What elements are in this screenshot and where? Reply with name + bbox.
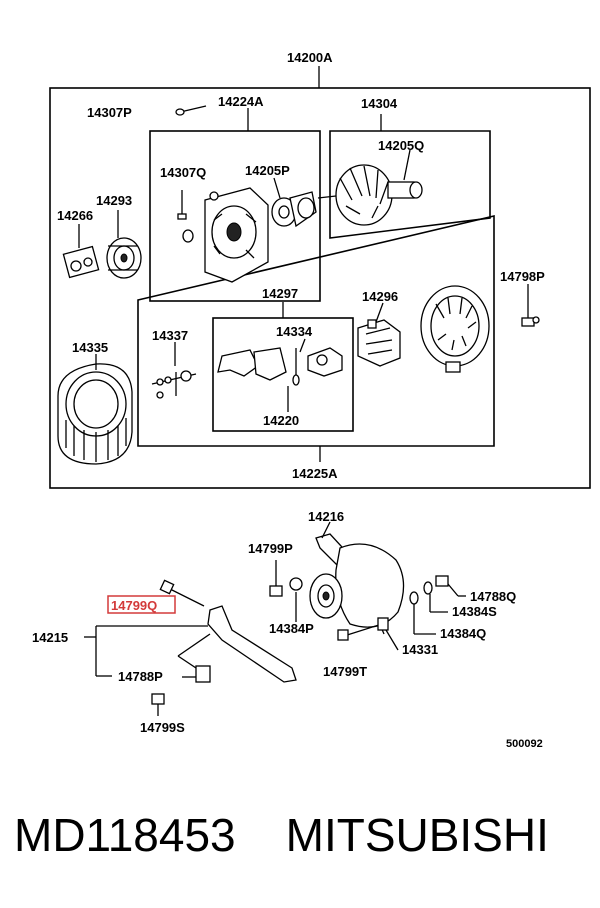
label-14799P: 14799P <box>248 541 293 556</box>
rear-housing-icon <box>420 285 490 373</box>
subassembly-frame-14225A <box>137 214 495 447</box>
nut-14788Q-icon <box>435 575 449 587</box>
label-14215: 14215 <box>32 630 68 645</box>
label-14293: 14293 <box>96 193 132 208</box>
label-14788P: 14788P <box>118 669 163 684</box>
front-housing-icon <box>204 187 269 283</box>
washers-14266-icon <box>62 245 100 279</box>
label-14216: 14216 <box>308 509 344 524</box>
pulley-14293-icon <box>106 237 142 279</box>
footer: MD118453 MITSUBISHI <box>14 808 594 868</box>
stator-14335-icon <box>57 363 133 465</box>
part-number: MD118453 <box>14 809 236 861</box>
label-14224A: 14224A <box>218 94 264 109</box>
label-14798P: 14798P <box>500 269 545 284</box>
subassembly-frame-14304 <box>329 130 491 239</box>
bearing-14205P-icon <box>271 191 317 228</box>
label-14384P: 14384P <box>269 621 314 636</box>
label-14205Q: 14205Q <box>378 138 424 153</box>
label-14788Q: 14788Q <box>470 589 516 604</box>
bolt-14331-icon <box>337 617 389 641</box>
bolt-14799S-icon <box>151 693 165 716</box>
regulator-14296-icon <box>357 319 401 367</box>
assembly-frame-14200A <box>49 87 591 489</box>
label-14200A: 14200A <box>287 50 333 65</box>
label-14337: 14337 <box>152 328 188 343</box>
label-14225A: 14225A <box>292 466 338 481</box>
label-14335: 14335 <box>72 340 108 355</box>
bracket-14215-icon <box>207 605 297 683</box>
rectifier-icon <box>217 347 300 398</box>
bolt-14799Q-icon <box>159 579 205 607</box>
label-14266: 14266 <box>57 208 93 223</box>
brush-holder-icon <box>307 347 343 377</box>
label-14297: 14297 <box>262 286 298 301</box>
brand-name: MITSUBISHI <box>285 809 549 861</box>
label-14334: 14334 <box>276 324 313 339</box>
label-14384S: 14384S <box>452 604 497 619</box>
label-14220: 14220 <box>263 413 299 428</box>
bolt-14307P-icon <box>175 105 207 116</box>
nut-14788P-icon <box>177 633 211 683</box>
rotor-14304-icon <box>317 164 423 226</box>
label-14307P: 14307P <box>87 105 132 120</box>
washer-14384S-icon <box>423 581 433 595</box>
label-14799Q: 14799Q <box>111 598 157 613</box>
bolt-14799P-icon <box>269 560 303 597</box>
label-14799T: 14799T <box>323 664 367 679</box>
washer-14384Q-icon <box>409 591 419 605</box>
drawing-code: 500092 <box>506 738 543 750</box>
bolt-14798P-icon <box>521 300 540 327</box>
label-14331: 14331 <box>402 642 438 657</box>
label-14799S: 14799S <box>140 720 185 735</box>
label-14304: 14304 <box>361 96 398 111</box>
screws-14337-icon <box>151 370 197 399</box>
alternator-body-icon <box>309 543 405 635</box>
bolt-14307Q-icon <box>177 190 194 243</box>
label-14384Q: 14384Q <box>440 626 486 641</box>
subassembly-frame-14224A <box>149 130 321 302</box>
highlight-box-14799Q <box>107 595 176 614</box>
label-14205P: 14205P <box>245 163 290 178</box>
label-14307Q: 14307Q <box>160 165 206 180</box>
label-14296: 14296 <box>362 289 398 304</box>
